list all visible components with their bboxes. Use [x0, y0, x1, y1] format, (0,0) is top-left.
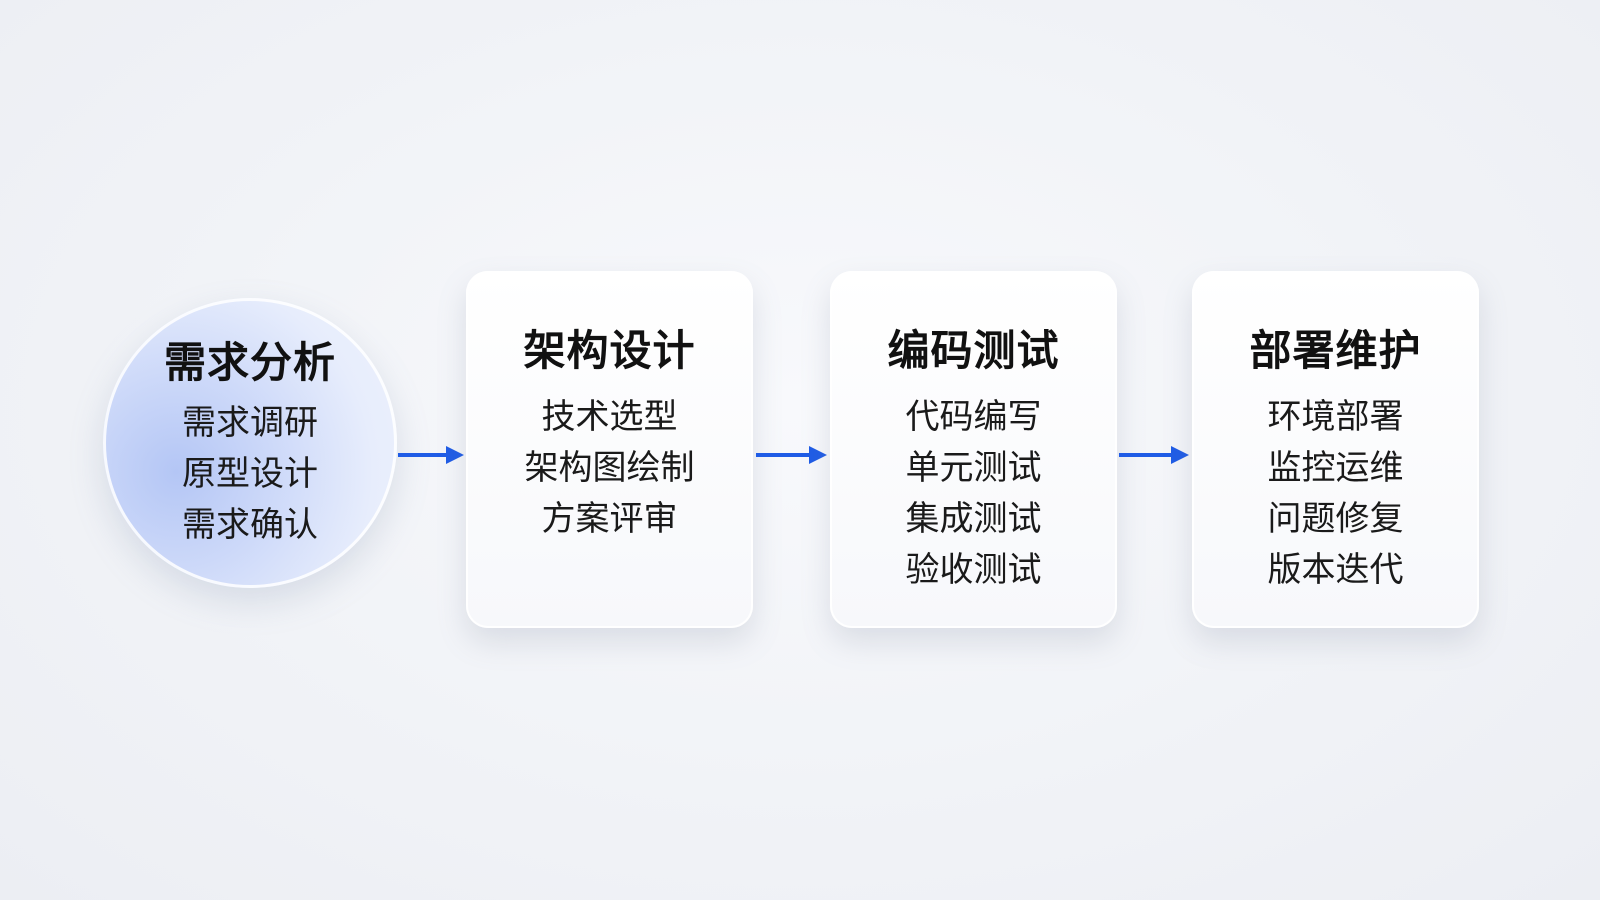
stage-item: 单元测试: [905, 448, 1042, 488]
stage-title: 架构设计: [523, 326, 696, 375]
stage-item: 问题修复: [1267, 499, 1404, 539]
stage-item: 代码编写: [905, 397, 1042, 437]
stage-item: 方案评审: [541, 499, 678, 539]
stage-item: 环境部署: [1267, 397, 1404, 437]
stage-title: 部署维护: [1249, 326, 1422, 375]
stage-coding-testing: 编码测试 代码编写 单元测试 集成测试 验收测试: [830, 271, 1117, 628]
stage-item: 监控运维: [1267, 448, 1404, 488]
stage-item: 集成测试: [905, 499, 1042, 539]
stage-item: 版本迭代: [1267, 550, 1404, 590]
stage-architecture-design: 架构设计 技术选型 架构图绘制 方案评审: [466, 271, 753, 628]
stage-item: 架构图绘制: [524, 448, 695, 488]
stage-title: 需求分析: [163, 338, 336, 387]
stage-item: 原型设计: [182, 454, 318, 494]
stage-deployment-maintenance: 部署维护 环境部署 监控运维 问题修复 版本迭代: [1192, 271, 1479, 628]
stage-item: 技术选型: [541, 397, 678, 437]
stage-requirements-analysis: 需求分析 需求调研 原型设计 需求确认: [103, 298, 397, 588]
arrow-right-icon: [398, 443, 468, 467]
stage-item: 验收测试: [905, 550, 1042, 590]
arrow-right-icon: [1119, 443, 1193, 467]
stage-item: 需求调研: [182, 403, 318, 443]
arrow-right-icon: [756, 443, 831, 467]
stage-title: 编码测试: [887, 326, 1060, 375]
stage-item: 需求确认: [182, 505, 318, 545]
